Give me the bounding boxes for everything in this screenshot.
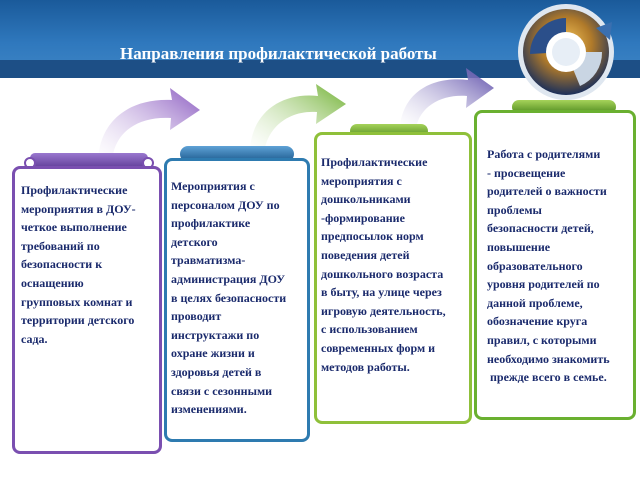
card-4-text: Работа с родителями - просвещение родите… xyxy=(487,147,610,385)
photo-collage-globe-icon xyxy=(518,4,614,100)
card-3-text: Профилактические мероприятия с дошкольни… xyxy=(321,155,446,374)
card-1-text: Профилактические мероприятия в ДОУ- четк… xyxy=(21,183,136,346)
arrow-1-icon xyxy=(98,88,200,162)
page-title: Направления профилактической работы xyxy=(120,44,437,63)
card-children-measures: Профилактические мероприятия с дошкольни… xyxy=(314,132,472,424)
title-banner-band xyxy=(0,60,640,78)
card-parents-work: Работа с родителями - просвещение родите… xyxy=(474,110,636,420)
arrow-3-icon xyxy=(400,68,494,128)
card-staff-measures: Мероприятия с персоналом ДОУ по профилак… xyxy=(164,158,310,442)
card-preschool-measures: Профилактические мероприятия в ДОУ- четк… xyxy=(12,166,162,454)
card-2-text: Мероприятия с персоналом ДОУ по профилак… xyxy=(171,179,287,417)
arrow-2-icon xyxy=(250,84,346,152)
